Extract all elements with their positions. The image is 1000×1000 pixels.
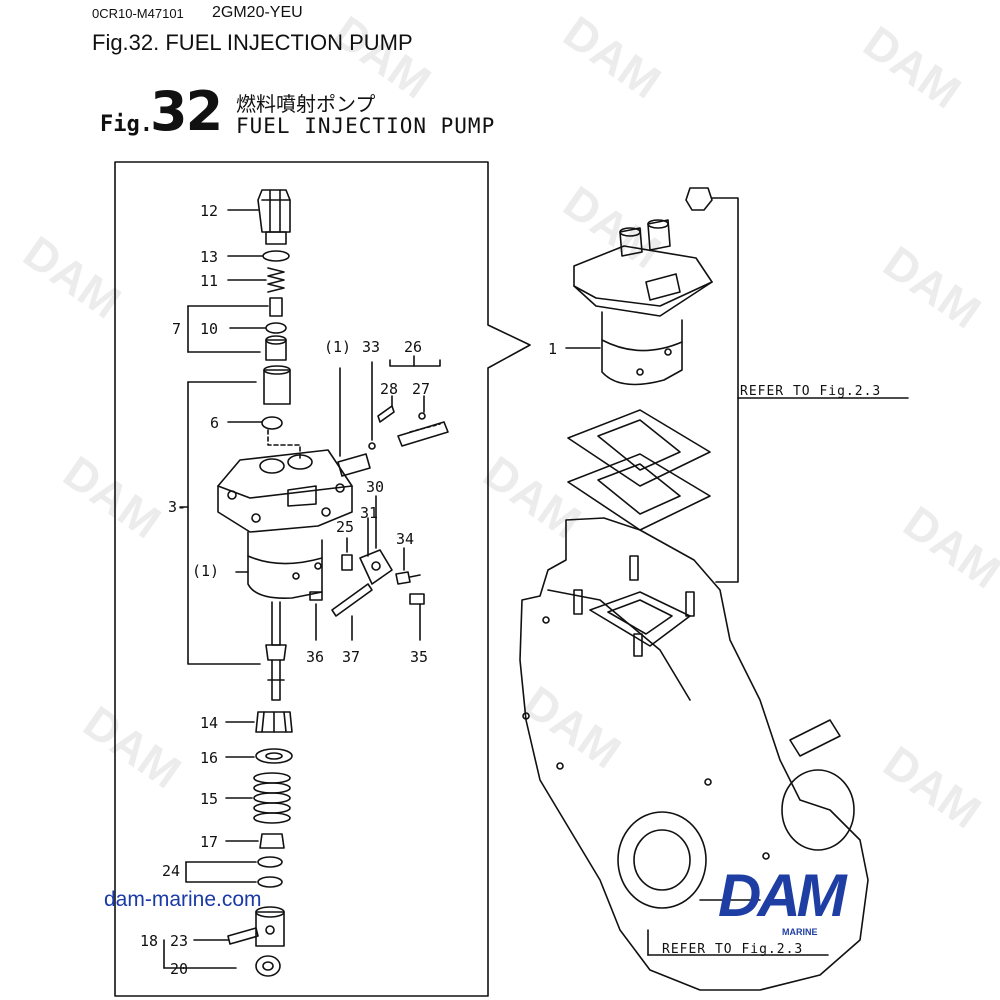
callout-16: 16 <box>200 749 219 767</box>
figure-title-en: FUEL INJECTION PUMP <box>236 114 496 138</box>
part-15-spring <box>226 773 290 823</box>
callout-30: 30 <box>366 478 385 496</box>
callout-15: 15 <box>200 790 219 808</box>
part-3-pump-body <box>218 450 352 598</box>
callout-37: 37 <box>342 648 361 666</box>
dam-logo: DAM <box>718 862 847 929</box>
callout-25: 25 <box>336 518 355 536</box>
callout-1: 1 <box>548 340 558 358</box>
refer-note-lower: REFER TO Fig.2.3 <box>662 942 804 957</box>
part-13-o-ring <box>263 251 289 261</box>
model-name: 2GM20-YEU <box>212 4 303 21</box>
callout-7: 7 <box>172 320 182 338</box>
callout-18: 18 <box>140 932 159 950</box>
site-url[interactable]: dam-marine.com <box>104 888 262 911</box>
refer-note-upper: REFER TO Fig.2.3 <box>740 384 882 399</box>
page-title: Fig.32. FUEL INJECTION PUMP <box>92 30 413 55</box>
gasket-lower <box>568 454 710 530</box>
callout-28: 28 <box>380 380 399 398</box>
callout-10: 10 <box>200 320 219 338</box>
callout-26: 26 <box>404 338 423 356</box>
callout-33: 33 <box>362 338 381 356</box>
callout-17: 17 <box>200 833 219 851</box>
callout-24: 24 <box>162 862 181 880</box>
callout-34: 34 <box>396 530 415 548</box>
callout-23: 23 <box>170 932 189 950</box>
callout-35: 35 <box>410 648 429 666</box>
callout-13: 13 <box>200 248 219 266</box>
figure-title-jp: 燃料噴射ポンプ <box>236 92 376 116</box>
callout-14: 14 <box>200 714 219 732</box>
part-1-pump-assembly <box>574 188 712 385</box>
callout-part-1-top: (1) <box>324 338 352 356</box>
callout-31: 31 <box>360 504 379 522</box>
callout-6: 6 <box>210 414 220 432</box>
callout-27: 27 <box>412 380 431 398</box>
doc-code: 0CR10-M47101 <box>92 6 184 21</box>
callout-36: 36 <box>306 648 325 666</box>
fig-number: 32 <box>150 80 223 143</box>
callout-12: 12 <box>200 202 219 220</box>
left-frame <box>115 162 530 996</box>
fig-word: Fig. <box>100 112 153 137</box>
part-11-spring <box>268 268 284 292</box>
dam-logo-sub: MARINE <box>782 927 818 937</box>
gasket-upper <box>568 410 710 486</box>
callout-3: 3- <box>168 498 187 516</box>
part-6-gasket <box>262 417 282 429</box>
part-12-delivery-holder <box>228 190 290 244</box>
engine-housing <box>520 518 868 990</box>
callout-20: 20 <box>170 960 189 978</box>
callout-11: 11 <box>200 272 219 290</box>
callout-part-1-left: (1) <box>192 562 220 580</box>
